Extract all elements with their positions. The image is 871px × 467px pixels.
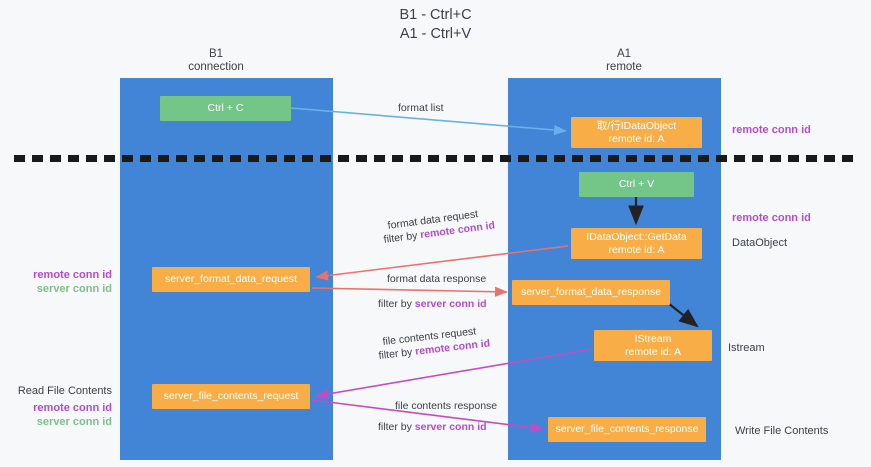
left-note-read-file-contents: Read File Contents	[17, 385, 112, 397]
edge-label-file-contents-response: file contents response	[395, 400, 498, 412]
node-ctrl-c-line1: Ctrl + C	[207, 102, 244, 114]
node-server-format-data-response[interactable]: server_format_data_response	[512, 280, 670, 305]
edge-label-filter-by-server-conn-id-2: filter by server conn id	[378, 421, 487, 434]
node-ctrl-c[interactable]: Ctrl + C	[160, 96, 291, 121]
edge-format-data-request	[315, 245, 569, 281]
node-istream[interactable]: IStream remote id: A	[594, 330, 712, 361]
node-istream-line2: remote id: A	[624, 345, 682, 358]
server-conn-id-key-1: server conn id	[414, 298, 487, 310]
edge-file-contents-request	[315, 348, 593, 400]
edge-response-to-istream	[667, 302, 699, 328]
node-server-format-data-request-label: server_format_data_request	[165, 273, 297, 285]
edge-label-format-data-response: format data response	[387, 273, 487, 285]
edge-label-format-list: format list	[398, 102, 444, 114]
filter-by-text-4: filter by	[378, 421, 415, 433]
left-note-conn-ids-bottom: remote conn id server conn id	[0, 401, 112, 429]
server-conn-id-key-2: server conn id	[414, 421, 487, 433]
node-get-dataobject-line1: 取/行IDataObject	[596, 119, 677, 132]
node-server-format-data-request[interactable]: server_format_data_request	[152, 267, 310, 292]
edge-file-contents-response	[311, 399, 544, 433]
column-header-b1: B1 connection	[188, 48, 244, 73]
node-ctrl-v[interactable]: Ctrl + V	[579, 172, 694, 197]
filter-by-text-2: filter by	[378, 298, 415, 310]
left-note-server-conn-id-2: server conn id	[36, 416, 112, 428]
diagram-title: B1 - Ctrl+C A1 - Ctrl+V	[399, 7, 472, 42]
node-idataobject-getdata[interactable]: IDataObject::GetData remote id: A	[571, 228, 702, 259]
node-server-file-contents-request-label: server_file_contents_request	[163, 390, 299, 402]
right-note-dataobject: DataObject	[732, 237, 788, 249]
left-note-conn-ids-top: remote conn id server conn id	[0, 268, 112, 296]
right-note-remote-conn-id-mid: remote conn id	[732, 212, 811, 224]
edge-format-list	[290, 107, 567, 136]
node-ctrl-v-line1: Ctrl + V	[618, 178, 655, 190]
edge-format-data-response	[311, 286, 508, 297]
column-header-a1: A1 remote	[606, 48, 642, 73]
node-idataobject-getdata-line1: IDataObject::GetData	[586, 230, 687, 243]
right-note-write-file-contents: Write File Contents	[735, 425, 829, 437]
left-note-remote-conn-id-2: remote conn id	[33, 402, 112, 414]
dashed-divider	[14, 155, 859, 162]
left-note-server-conn-id-1: server conn id	[36, 283, 112, 295]
node-server-format-data-response-label: server_format_data_response	[520, 286, 662, 298]
right-note-istream: Istream	[728, 342, 765, 354]
node-server-file-contents-response-label: server_file_contents_response	[555, 423, 699, 435]
node-istream-line1: IStream	[634, 332, 672, 345]
right-note-remote-conn-id-top: remote conn id	[732, 124, 811, 136]
node-idataobject-getdata-line2: remote id: A	[608, 243, 665, 256]
node-get-dataobject-line2: remote id: A	[608, 132, 665, 145]
node-get-dataobject[interactable]: 取/行IDataObject remote id: A	[571, 117, 702, 148]
edge-label-filter-by-server-conn-id-1: filter by server conn id	[378, 298, 487, 311]
node-server-file-contents-response[interactable]: server_file_contents_response	[548, 417, 706, 442]
left-note-remote-conn-id-1: remote conn id	[33, 269, 112, 281]
node-server-file-contents-request[interactable]: server_file_contents_request	[152, 384, 310, 409]
